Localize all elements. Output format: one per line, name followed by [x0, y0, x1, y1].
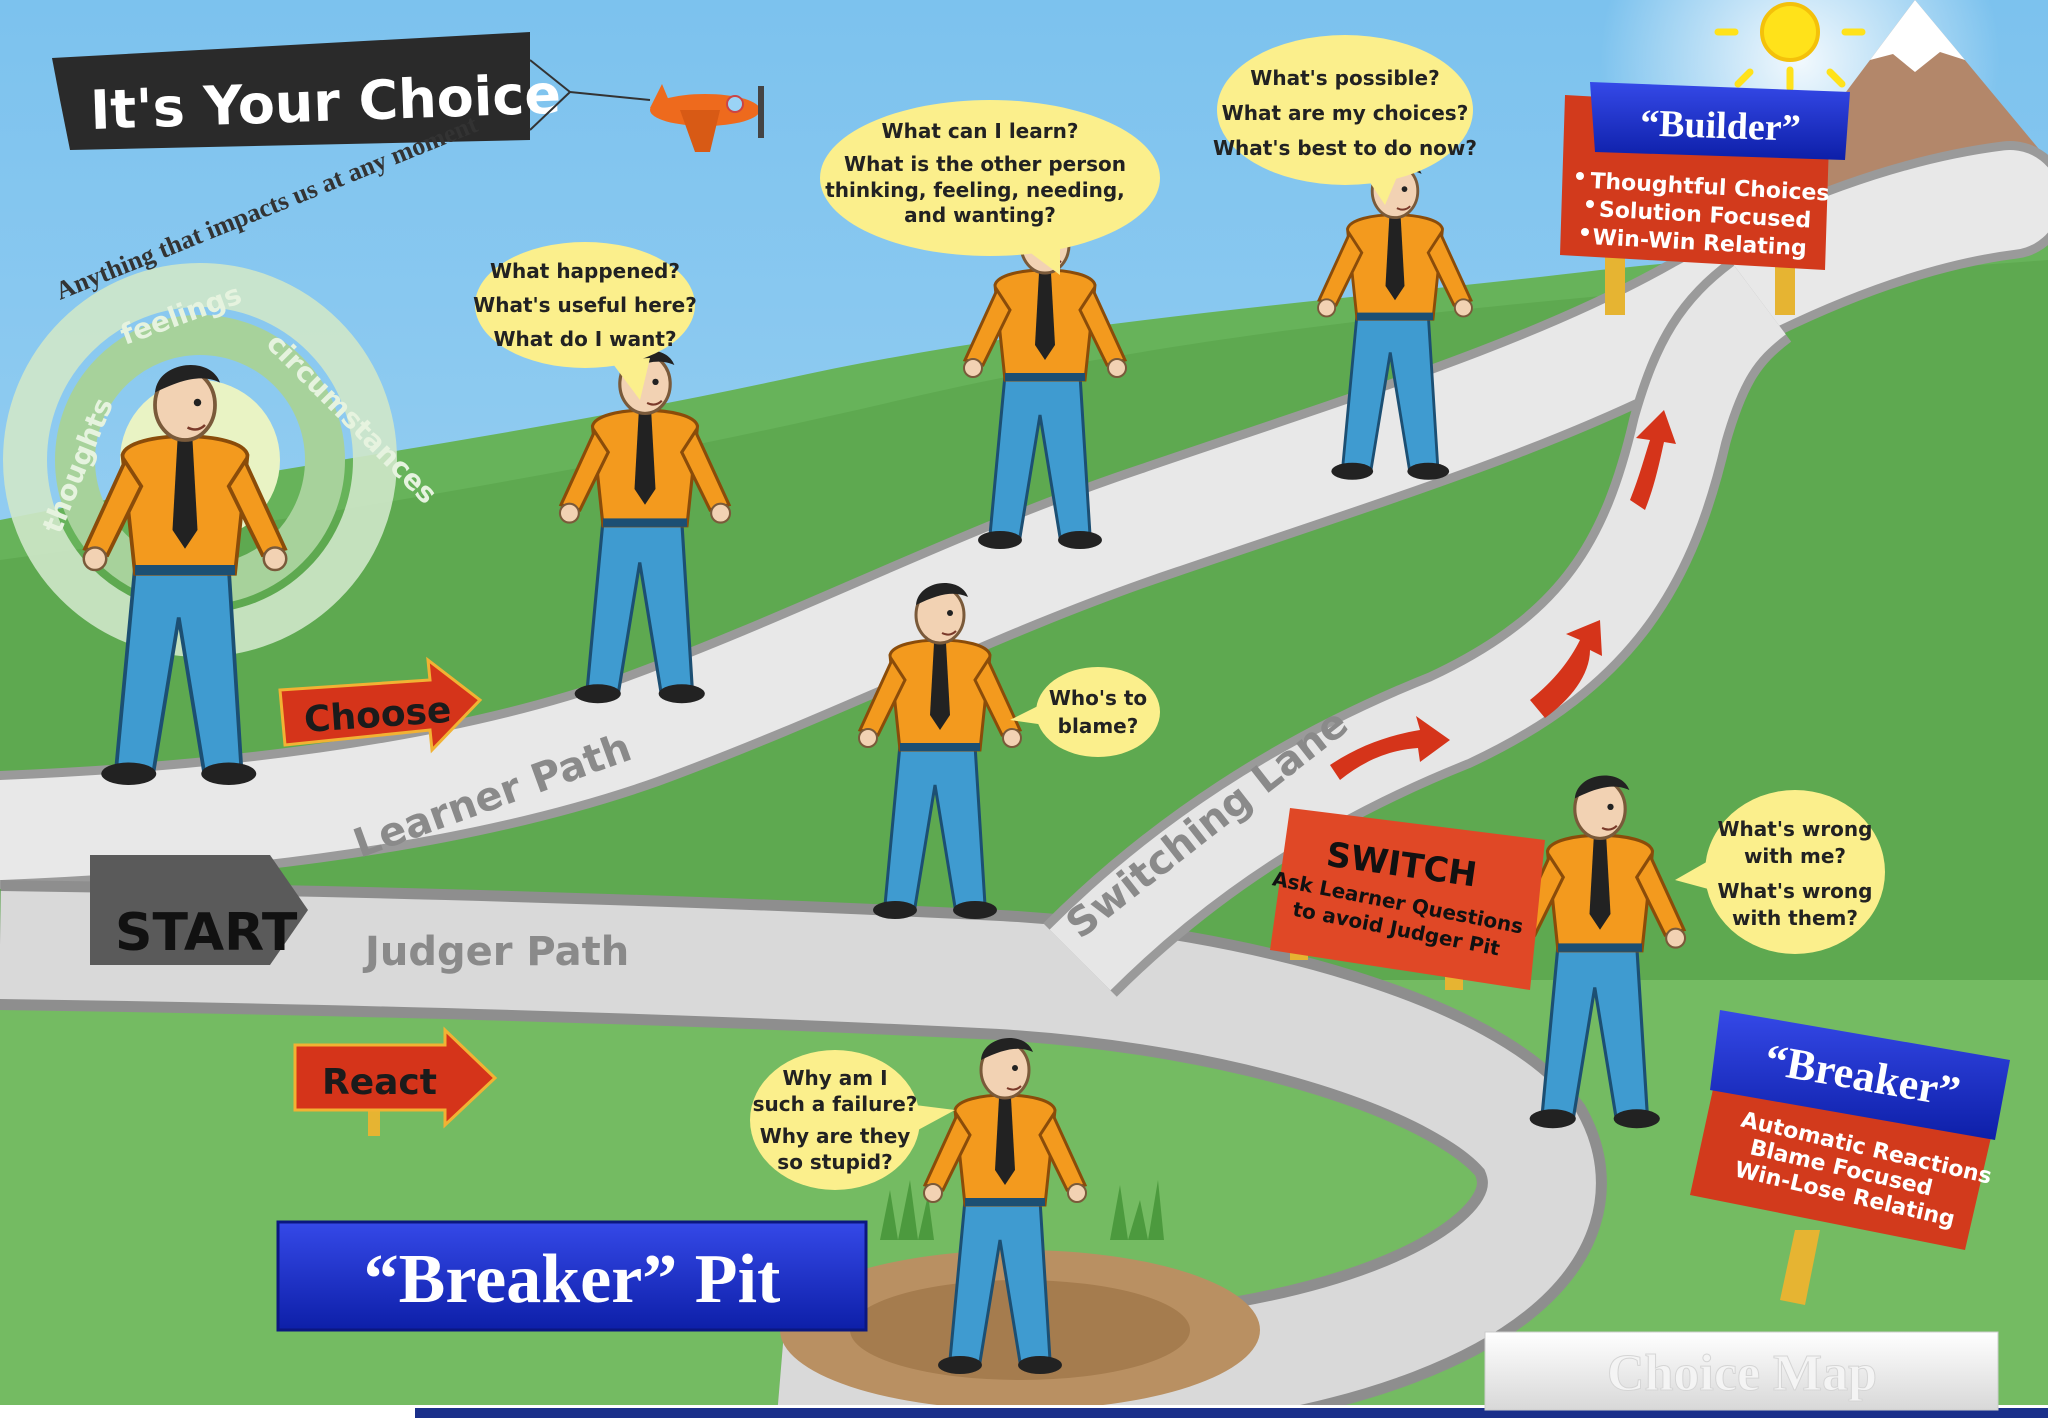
people	[82, 160, 1687, 1374]
speech-bubble-2: What can I learn?What is the other perso…	[820, 100, 1160, 275]
switch-arrows	[1330, 410, 1676, 780]
roads	[0, 141, 2048, 1418]
speech-bubble-1: What happened?What's useful here?What do…	[473, 242, 697, 400]
airplane-icon	[650, 84, 764, 152]
builder-sign: “Builder” Thoughtful Choices Solution Fo…	[1560, 82, 1850, 315]
breaker-pit-label: “Breaker” Pit	[276, 1220, 868, 1332]
footer-bar	[415, 1408, 2048, 1418]
person-pit	[922, 1038, 1088, 1374]
choice-map-footer: Choice Map	[1484, 1331, 1999, 1411]
builder-sign-title: “Builder”	[1640, 102, 1802, 150]
breaker-sign: “Breaker” Automatic Reactions Blame Focu…	[1690, 1010, 2010, 1305]
svg-text:What's possible?What are my ch: What's possible?What are my choices?What…	[1213, 66, 1477, 160]
start-marker: START	[90, 855, 308, 965]
svg-text:What can I learn?What is the o: What can I learn?What is the other perso…	[825, 119, 1126, 227]
svg-text:Thoughtful Choices Solut: Thoughtful Choices Solution Focused Win-…	[1587, 169, 1838, 263]
person-start	[82, 365, 288, 785]
judger-path-label: Judger Path	[362, 929, 629, 975]
speech-bubble-3: What's possible?What are my choices?What…	[1213, 35, 1477, 205]
react-arrow: React	[293, 1026, 498, 1136]
svg-text:What happened?What's useful he: What happened?What's useful here?What do…	[473, 259, 697, 351]
react-label: React	[322, 1062, 437, 1103]
title-banner: It's Your Choice	[52, 32, 651, 150]
person-learner-1	[558, 350, 732, 704]
person-judger	[1513, 775, 1687, 1129]
switch-sign: SWITCH Ask Learner Questions to avoid Ju…	[1270, 808, 1545, 990]
start-label: START	[115, 903, 298, 963]
sun-icon	[1714, 2, 1866, 92]
footer-title: Choice Map	[1607, 1345, 1877, 1402]
pit-label-text: “Breaker” Pit	[364, 1241, 781, 1318]
pit-grass	[880, 1180, 1164, 1240]
person-switch	[857, 583, 1023, 919]
